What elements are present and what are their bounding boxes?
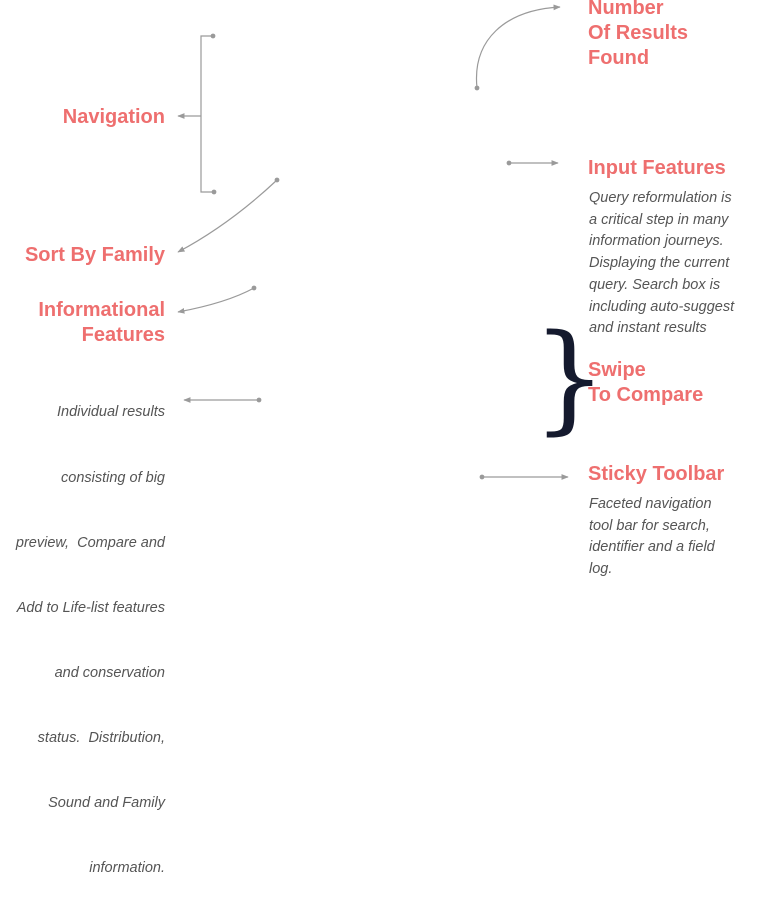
sort-by-family-title: Sort By Family	[24, 244, 165, 266]
desc-line: identifier and a field	[589, 539, 715, 556]
input-features-description: Query reformulation is a critical step i…	[589, 188, 734, 340]
sticky-toolbar-title: Sticky Toolbar	[588, 463, 725, 485]
desc-line: log.	[589, 561, 613, 578]
connector-dot	[274, 177, 280, 183]
desc-line: a critical step in many	[589, 211, 729, 228]
connector-dot	[211, 189, 217, 195]
navigation-bracket	[200, 35, 214, 193]
desc-line: including auto-suggest	[589, 298, 735, 315]
informational-connector	[177, 287, 255, 314]
connector-dot	[479, 474, 485, 480]
desc-line: Individual results	[57, 404, 165, 421]
connector-dot	[474, 85, 480, 91]
desc-line: status. Distribution,	[37, 729, 165, 746]
input-features-title: Input Features	[588, 157, 726, 179]
navigation-title: Navigation	[62, 106, 165, 128]
desc-line: Query reformulation is	[589, 190, 732, 206]
desc-line: tool bar for search,	[589, 517, 710, 534]
desc-line: and conservation	[54, 664, 165, 681]
title-line: To Compare	[588, 384, 704, 406]
desc-line: Displaying the current	[589, 255, 730, 272]
connector-dot	[210, 33, 216, 39]
title-line: Found	[588, 47, 650, 69]
desc-line: information.	[89, 860, 165, 877]
desc-line: information journeys.	[589, 233, 724, 250]
sort-family-connector	[177, 179, 278, 253]
desc-line: consisting of big	[61, 469, 165, 486]
desc-line: Faceted navigation	[589, 496, 712, 512]
informational-features-title: Informational Features	[38, 298, 165, 348]
sticky-toolbar-description: Faceted navigation tool bar for search, …	[589, 494, 715, 581]
desc-line: Add to Life-list features	[16, 599, 165, 616]
connector-dot	[506, 160, 512, 166]
connector-dot	[256, 397, 262, 403]
title-line: Informational	[38, 299, 165, 321]
title-line: Features	[81, 324, 165, 346]
desc-line: query. Search box is	[589, 276, 721, 293]
connector-dot	[251, 285, 257, 291]
title-line: Number	[588, 0, 664, 19]
title-line: Of Results	[588, 22, 689, 44]
desc-line: Sound and Family	[48, 795, 165, 812]
results-connector	[475, 4, 561, 89]
connector-lines	[177, 4, 569, 480]
title-line: Swipe	[588, 359, 646, 381]
informational-features-description: Individual results consisting of big pre…	[16, 359, 165, 902]
desc-line: and instant results	[589, 320, 707, 337]
curly-brace-icon: }	[532, 308, 608, 446]
swipe-to-compare-title: Swipe To Compare	[588, 358, 703, 408]
number-of-results-title: Number Of Results Found	[588, 0, 688, 71]
desc-line: preview, Compare and	[15, 534, 165, 551]
